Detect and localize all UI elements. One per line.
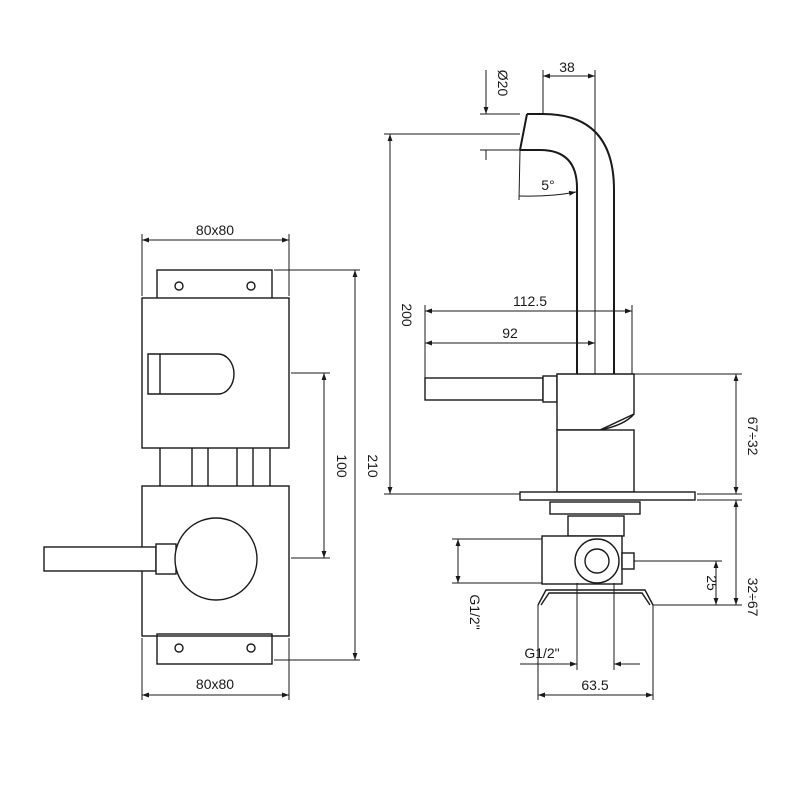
- connecting-bars: [159, 448, 271, 488]
- dim-valve-height: 25: [704, 575, 720, 591]
- top-spout-block: [141, 297, 290, 449]
- bottom-mounting-plate: [156, 633, 273, 665]
- dim-mount-width: 63.5: [581, 677, 608, 693]
- dim-front-total-height: 210: [365, 454, 381, 478]
- dim-spout-angle: 5°: [541, 177, 554, 193]
- valve-side-port: [621, 552, 635, 570]
- lever-hub: [155, 543, 177, 575]
- side-valve-cap: [556, 373, 635, 431]
- valve-knob: [174, 517, 258, 601]
- dim-spout-diameter: Ø20: [495, 70, 511, 97]
- dim-mount-depth-range: 32÷67: [745, 578, 761, 617]
- dim-reach-lever: 92: [502, 325, 518, 341]
- dim-overall-height: 200: [399, 303, 415, 327]
- mounting-hole: [174, 281, 184, 291]
- dim-front-top-width: 80x80: [196, 222, 234, 238]
- support-bracket: [537, 589, 654, 606]
- wall-plate: [519, 491, 696, 501]
- front-view: 80x80 80x80 100 210: [43, 222, 381, 700]
- lever-handle: [43, 546, 157, 572]
- spout-tip: [519, 113, 528, 151]
- valve-inlet-outer: [574, 538, 620, 584]
- dim-front-bottom-width: 80x80: [196, 676, 234, 692]
- spout-outlet: [147, 353, 235, 395]
- valve-inlet-inner: [584, 548, 610, 574]
- mount-flange: [549, 501, 641, 515]
- spout-tube-outer: [527, 113, 615, 375]
- dim-line-spout-angle: [518, 190, 577, 197]
- mounting-hole: [246, 281, 256, 291]
- side-lever-handle: [424, 377, 544, 401]
- dim-front-center-distance: 100: [334, 454, 350, 478]
- dim-inlet-thread-side: G1/2": [467, 594, 483, 629]
- mounting-hole: [246, 643, 256, 653]
- dim-reach-total: 112.5: [513, 293, 547, 309]
- spout-tube-inner: [520, 149, 578, 375]
- mounting-hole: [174, 643, 184, 653]
- side-lever-hub: [542, 375, 558, 403]
- dim-body-height-range: 67÷32: [745, 417, 761, 456]
- side-valve-body: [556, 429, 635, 493]
- side-view: Ø20 38 5° 200 112.5 92 67÷32 G1/2": [384, 59, 761, 700]
- mount-neck: [567, 515, 625, 537]
- dim-inlet-thread-bottom: G1/2": [524, 645, 559, 661]
- dim-spout-offset: 38: [559, 59, 575, 75]
